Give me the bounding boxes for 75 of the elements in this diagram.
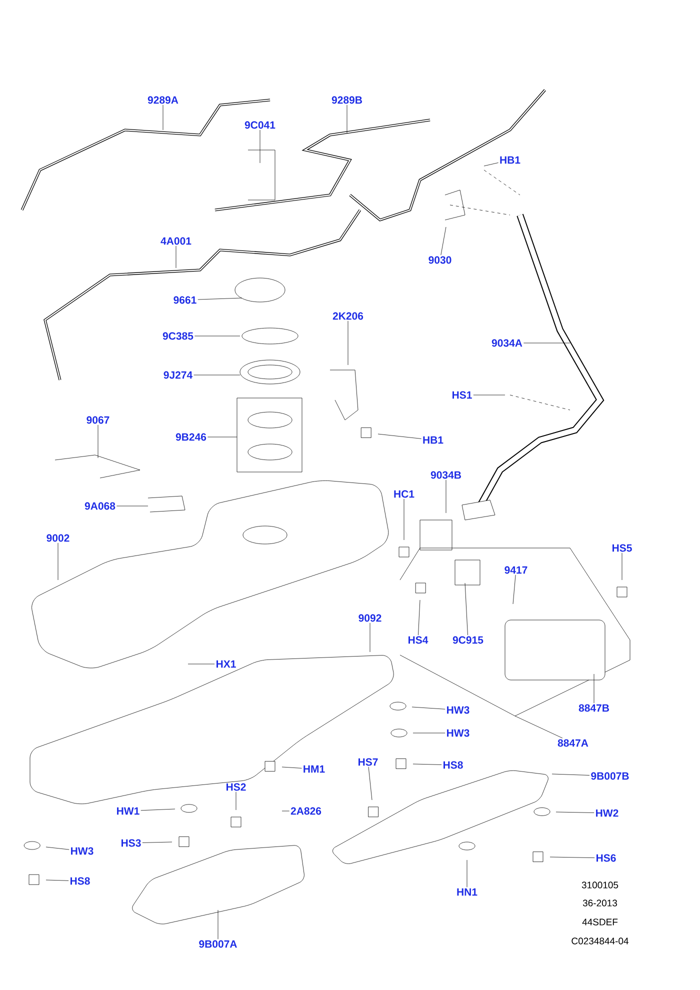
leader-line xyxy=(440,226,446,256)
leader-line xyxy=(523,342,570,344)
callout-label: HS6 xyxy=(596,854,616,862)
leader-line xyxy=(378,434,422,439)
leader-line xyxy=(484,162,498,166)
callout-label: HS8 xyxy=(70,877,90,885)
callout-label: HW3 xyxy=(447,729,470,737)
callout-label: HX1 xyxy=(216,660,236,668)
callout-label: HS3 xyxy=(122,839,141,847)
callout-label: 8847A xyxy=(558,739,588,747)
callout-label: HN1 xyxy=(457,888,478,896)
leader-line xyxy=(412,706,446,710)
callout-label: 9A068 xyxy=(84,502,116,510)
callout-label: HS2 xyxy=(226,783,246,791)
callout-label: HW1 xyxy=(117,807,140,815)
leader-line xyxy=(142,842,172,843)
callout-label: HW2 xyxy=(596,809,618,817)
reference-code: C0234844-04 xyxy=(572,938,628,944)
callout-label: 9B007B xyxy=(591,772,629,780)
callout-label: 9030 xyxy=(428,256,452,264)
callout-label: HS1 xyxy=(452,391,472,399)
callout-label: 9C041 xyxy=(244,121,276,129)
leader-line xyxy=(552,774,590,776)
callout-label: 2K206 xyxy=(332,312,364,320)
callout-label: HB1 xyxy=(500,156,520,164)
callout-label: HS4 xyxy=(408,636,428,644)
leader-line xyxy=(412,732,446,734)
leader-line xyxy=(466,860,468,888)
leader-line xyxy=(473,394,506,396)
reference-code: 44SDEF xyxy=(582,918,618,926)
callout-label: 9C915 xyxy=(452,636,484,644)
callout-label: HS8 xyxy=(444,761,463,769)
callout-label: 9B246 xyxy=(176,433,206,441)
callout-label: 9067 xyxy=(86,416,110,424)
callout-label: HB1 xyxy=(423,436,444,444)
callout-label: 9J274 xyxy=(164,371,193,379)
callout-label: 9289A xyxy=(148,96,178,104)
callout-label: HM1 xyxy=(304,765,325,773)
callout-label: HS7 xyxy=(358,758,378,766)
leader-line xyxy=(346,104,348,134)
callout-label: HW3 xyxy=(71,847,94,855)
leader-line xyxy=(464,582,468,636)
callout-label: 9002 xyxy=(46,534,70,542)
leader-line xyxy=(556,812,594,813)
leader-line xyxy=(198,298,242,300)
leader-line xyxy=(194,374,240,376)
callout-label: HW3 xyxy=(447,706,470,714)
callout-label: HS5 xyxy=(612,544,632,552)
callout-label: 9B007A xyxy=(199,940,237,948)
leader-line xyxy=(140,808,176,811)
leader-line xyxy=(550,856,595,858)
leader-line xyxy=(418,600,420,636)
leader-line xyxy=(162,104,164,130)
callout-label: 9C385 xyxy=(162,332,194,340)
leader-line xyxy=(368,766,372,800)
leader-line xyxy=(282,810,290,812)
callout-label: 9092 xyxy=(358,614,382,622)
callout-label: HC1 xyxy=(394,490,414,498)
callout-label: 9661 xyxy=(174,296,196,304)
leader-line xyxy=(514,716,563,738)
leader-line xyxy=(282,766,302,768)
leader-line xyxy=(46,846,70,850)
leader-line xyxy=(207,436,238,438)
callout-label: 8847B xyxy=(578,704,609,712)
callout-label: 2A826 xyxy=(290,807,322,815)
leader-line xyxy=(512,574,516,604)
callout-label: 9417 xyxy=(504,566,528,574)
callout-label: 4A001 xyxy=(160,237,192,245)
callout-label: 9034A xyxy=(492,339,522,347)
leader-line xyxy=(412,764,442,765)
callout-label: 9289B xyxy=(332,96,362,104)
reference-code: 36-2013 xyxy=(582,900,617,906)
callout-label: 9034B xyxy=(430,471,461,479)
leader-line xyxy=(46,880,69,881)
reference-code: 3100105 xyxy=(582,882,618,888)
